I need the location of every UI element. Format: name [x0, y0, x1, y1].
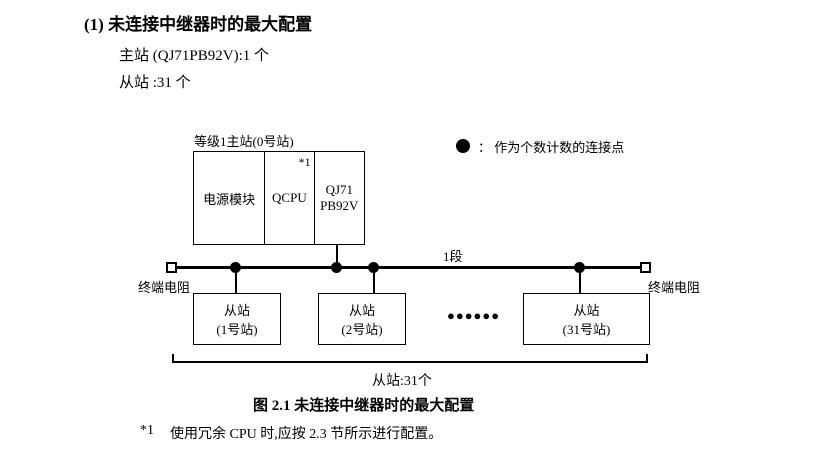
footnote-text: 使用冗余 CPU 时,应按 2.3 节所示进行配置。 [170, 427, 443, 442]
drop-line-slave1 [235, 268, 237, 293]
slave-station-31-box: 从站 (31号站) [523, 293, 650, 345]
dimension-line [172, 361, 648, 363]
ellipsis-dots-icon: ●●●●●● [447, 308, 501, 323]
legend-text: ： 作为个数计数的连接点 [478, 140, 625, 155]
slave-total-label: 从站:31个 [372, 374, 432, 389]
footnote-ref: *1 [298, 155, 311, 169]
segment-label: 1段 [443, 249, 463, 264]
figure-caption: 图 2.1 未连接中继器时的最大配置 [253, 398, 475, 414]
connection-point-icon [456, 139, 470, 153]
qj71pb92v-cell: QJ71 PB92V [320, 182, 359, 213]
connection-dot-slave1 [230, 262, 241, 273]
slave-station-1-box: 从站 (1号站) [193, 293, 281, 345]
drop-line-master [336, 245, 338, 267]
qcpu-cell: *1 QCPU [265, 152, 315, 244]
terminator-right-label: 终端电阻 [648, 280, 701, 295]
drop-line-slave31 [579, 268, 581, 293]
connection-dot-slave2 [368, 262, 379, 273]
master-station-box: 电源模块 *1 QCPU QJ71 PB92V [193, 151, 365, 245]
footnote-marker: *1 [140, 423, 154, 438]
bus-line [173, 266, 646, 269]
power-module-cell: 电源模块 [194, 152, 266, 244]
terminator-left-icon [166, 262, 177, 273]
drop-line-slave2 [373, 268, 375, 293]
connection-dot-master [331, 262, 342, 273]
section-heading: (1) 未连接中继器时的最大配置 [84, 15, 313, 34]
terminator-right-icon [640, 262, 651, 273]
slave-count-line: 从站 :31 个 [119, 75, 191, 91]
master-count-line: 主站 (QJ71PB92V):1 个 [119, 48, 270, 64]
dimension-tick-left [172, 354, 174, 363]
slave-station-2-box: 从站 (2号站) [318, 293, 406, 345]
connection-dot-slave31 [574, 262, 585, 273]
dimension-tick-right [646, 354, 648, 363]
terminator-left-label: 终端电阻 [138, 280, 191, 295]
qcpu-label: QCPU [272, 190, 307, 205]
master-station-label: 等级1主站(0号站) [194, 134, 294, 149]
